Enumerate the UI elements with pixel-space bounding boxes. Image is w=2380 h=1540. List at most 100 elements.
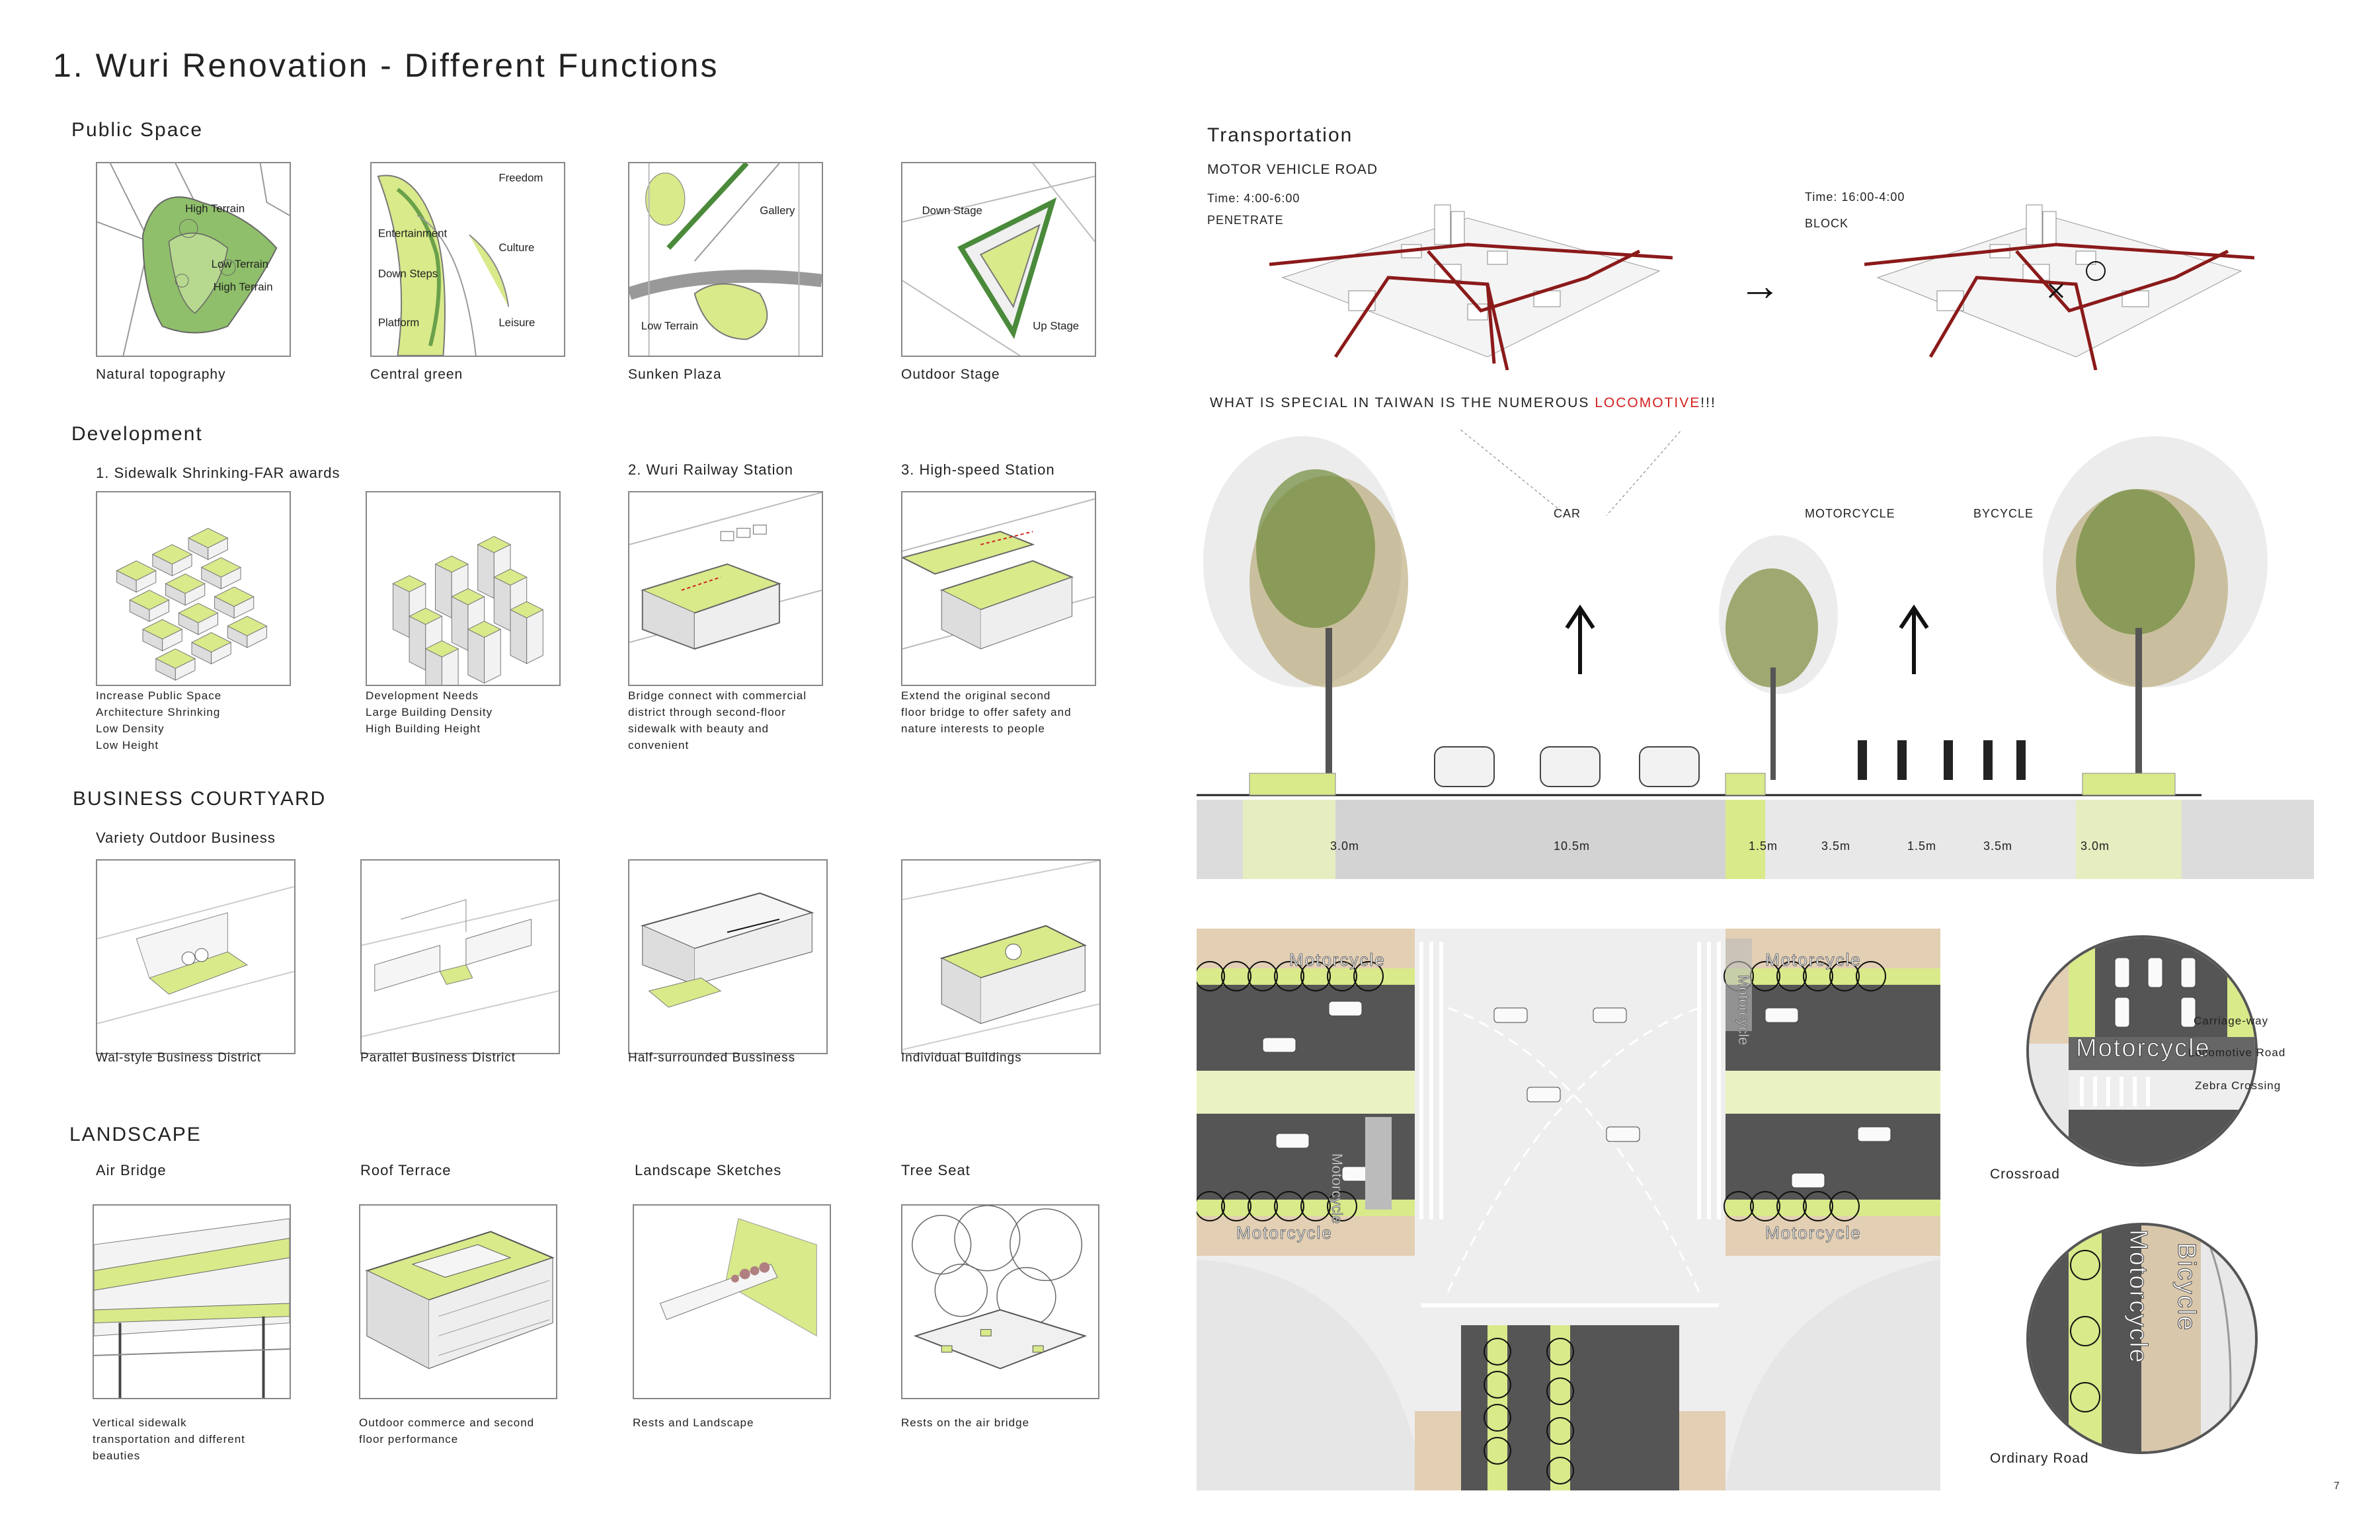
special-note-highlight: LOCOMOTIVE: [1595, 395, 1701, 410]
width-label: 1.5m: [1907, 839, 1937, 853]
plan-label: Motorcycle: [1236, 1223, 1333, 1243]
sidewalk-shrinking-diagram: [96, 491, 291, 686]
landscape-note: Rests on the air bridge: [901, 1416, 1030, 1429]
tile-label: High Terrain: [185, 202, 245, 215]
crossroad-label: Carriage-way: [2194, 1015, 2269, 1027]
landscape-title: Air Bridge: [96, 1162, 167, 1178]
special-note-suffix: !!!: [1700, 395, 1716, 410]
plan-label: Motorcycle: [1765, 950, 1862, 970]
mode-left: PENETRATE: [1207, 213, 1284, 227]
tile-label: Leisure: [498, 317, 535, 329]
tile-label: Down Stage: [922, 204, 982, 217]
natural-topography-diagram: High Terrain Low Terrain High Terrain: [96, 162, 291, 357]
page-number: 7: [2334, 1481, 2340, 1492]
business-caption: Wal-style Business District: [96, 1051, 262, 1065]
tile-caption: Sunken Plaza: [628, 367, 722, 382]
parallel-business-diagram: [360, 859, 560, 1054]
mode-right: BLOCK: [1805, 217, 1849, 230]
tile-label: Freedom: [498, 172, 543, 184]
development-heading: Development: [71, 423, 203, 445]
width-label: 3.0m: [2081, 839, 2110, 853]
crossroad-motorcycle-label: Motorcycle: [2076, 1034, 2211, 1063]
landscape-title: Landscape Sketches: [635, 1162, 782, 1178]
ordinary-bicycle-label: Bicycle: [2172, 1243, 2201, 1332]
plan-label: Motorcycle: [1765, 1223, 1862, 1243]
dev-group-title: 2. Wuri Railway Station: [628, 461, 794, 478]
tile-caption: Natural topography: [96, 367, 226, 382]
landscape-heading: LANDSCAPE: [69, 1124, 202, 1145]
air-bridge-diagram: [93, 1204, 291, 1399]
plan-label: Motorcycle: [1735, 975, 1753, 1046]
tile-label: Platform: [378, 317, 419, 329]
width-label: 1.5m: [1749, 839, 1778, 853]
dev-note: Development Needs Large Building Density…: [366, 689, 493, 735]
penetrate-district-diagram: [1269, 192, 1673, 371]
ordinary-motorcycle-label: Motorcycle: [2124, 1229, 2153, 1365]
dev-note: Bridge connect with commercial district …: [628, 689, 807, 751]
tile-label: Low Terrain: [641, 320, 698, 332]
dev-group-title: 1. Sidewalk Shrinking-FAR awards: [96, 465, 340, 481]
high-speed-station-diagram: [901, 491, 1096, 686]
width-label: 3.5m: [1821, 839, 1851, 853]
motor-road-label: MOTOR VEHICLE ROAD: [1207, 162, 1378, 177]
width-label: 3.5m: [1983, 839, 2013, 853]
dev-note: Extend the original second floor bridge …: [901, 689, 1072, 735]
outdoor-stage-diagram: Down Stage Up Stage: [901, 162, 1096, 357]
landscape-sketches-diagram: [633, 1204, 831, 1399]
dev-group-title: 3. High-speed Station: [901, 461, 1055, 478]
central-green-diagram: Freedom Entertainment Culture Down Steps…: [370, 162, 565, 357]
business-heading: BUSINESS COURTYARD: [73, 788, 327, 810]
tile-label: Gallery: [760, 204, 795, 217]
tile-caption: Outdoor Stage: [901, 367, 1000, 382]
block-district-diagram: [1864, 192, 2255, 371]
business-caption: Parallel Business District: [360, 1051, 516, 1065]
public-space-heading: Public Space: [71, 119, 204, 141]
tile-caption: Central green: [370, 367, 463, 382]
tile-label: High Terrain: [214, 280, 273, 293]
crossroad-label: Zebra Crossing: [2195, 1079, 2281, 1092]
width-label: 3.0m: [1330, 839, 1360, 853]
width-label: 10.5m: [1554, 839, 1591, 853]
plan-label: Motorcycle: [1289, 950, 1386, 970]
transportation-heading: Transportation: [1207, 124, 1353, 146]
special-note: WHAT IS SPECIAL IN TAIWAN IS THE NUMEROU…: [1210, 395, 1716, 411]
right-arrow-icon: →: [1739, 262, 1781, 309]
half-surrounded-business-diagram: [628, 859, 828, 1054]
section-label-car: CAR: [1554, 507, 1581, 520]
time-right: Time: 16:00-4:00: [1805, 190, 1905, 204]
landscape-note: Outdoor commerce and second floor perfor…: [359, 1416, 535, 1445]
business-caption: Half-surrounded Bussiness: [628, 1051, 796, 1065]
landscape-note: Vertical sidewalk transportation and dif…: [93, 1416, 245, 1462]
tile-label: Low Terrain: [212, 258, 268, 270]
page-title: 1. Wuri Renovation - Different Functions: [53, 47, 719, 84]
crossroad-zoom: [2026, 935, 2258, 1167]
tree-seat-diagram: [901, 1204, 1099, 1399]
special-note-prefix: WHAT IS SPECIAL IN TAIWAN IS THE NUMEROU…: [1210, 395, 1595, 410]
ordinary-road-zoom: [2026, 1223, 2258, 1454]
landscape-title: Tree Seat: [901, 1162, 971, 1178]
crossroad-caption: Crossroad: [1990, 1167, 2060, 1182]
wuri-railway-station-diagram: [628, 491, 823, 686]
tile-label: Culture: [498, 241, 534, 254]
tile-label: Entertainment: [378, 227, 448, 239]
business-caption: Individual Buildings: [901, 1051, 1022, 1065]
dev-note: Increase Public Space Architecture Shrin…: [96, 689, 222, 751]
crossroad-label: Locomotive Road: [2188, 1046, 2286, 1059]
tile-label: Down Steps: [378, 268, 438, 280]
roof-terrace-diagram: [359, 1204, 557, 1399]
individual-buildings-diagram: [901, 859, 1101, 1054]
street-section-diagram: [1197, 303, 2314, 899]
sunken-plaza-diagram: Gallery Low Terrain: [628, 162, 823, 357]
tile-label: Up Stage: [1033, 320, 1079, 332]
ordinary-caption: Ordinary Road: [1990, 1451, 2089, 1466]
time-left: Time: 4:00-6:00: [1207, 192, 1300, 205]
intersection-plan: [1197, 929, 1940, 1490]
wal-style-business-diagram: [96, 859, 296, 1054]
plan-label: Motorcycle: [1329, 1153, 1346, 1224]
building-density-diagram: [366, 491, 561, 686]
landscape-note: Rests and Landscape: [633, 1416, 754, 1429]
section-label-bicycle: BYCYCLE: [1973, 507, 2034, 520]
business-subtitle: Variety Outdoor Business: [96, 829, 276, 846]
landscape-title: Roof Terrace: [360, 1162, 452, 1178]
section-label-motorcycle: MOTORCYCLE: [1805, 507, 1895, 520]
